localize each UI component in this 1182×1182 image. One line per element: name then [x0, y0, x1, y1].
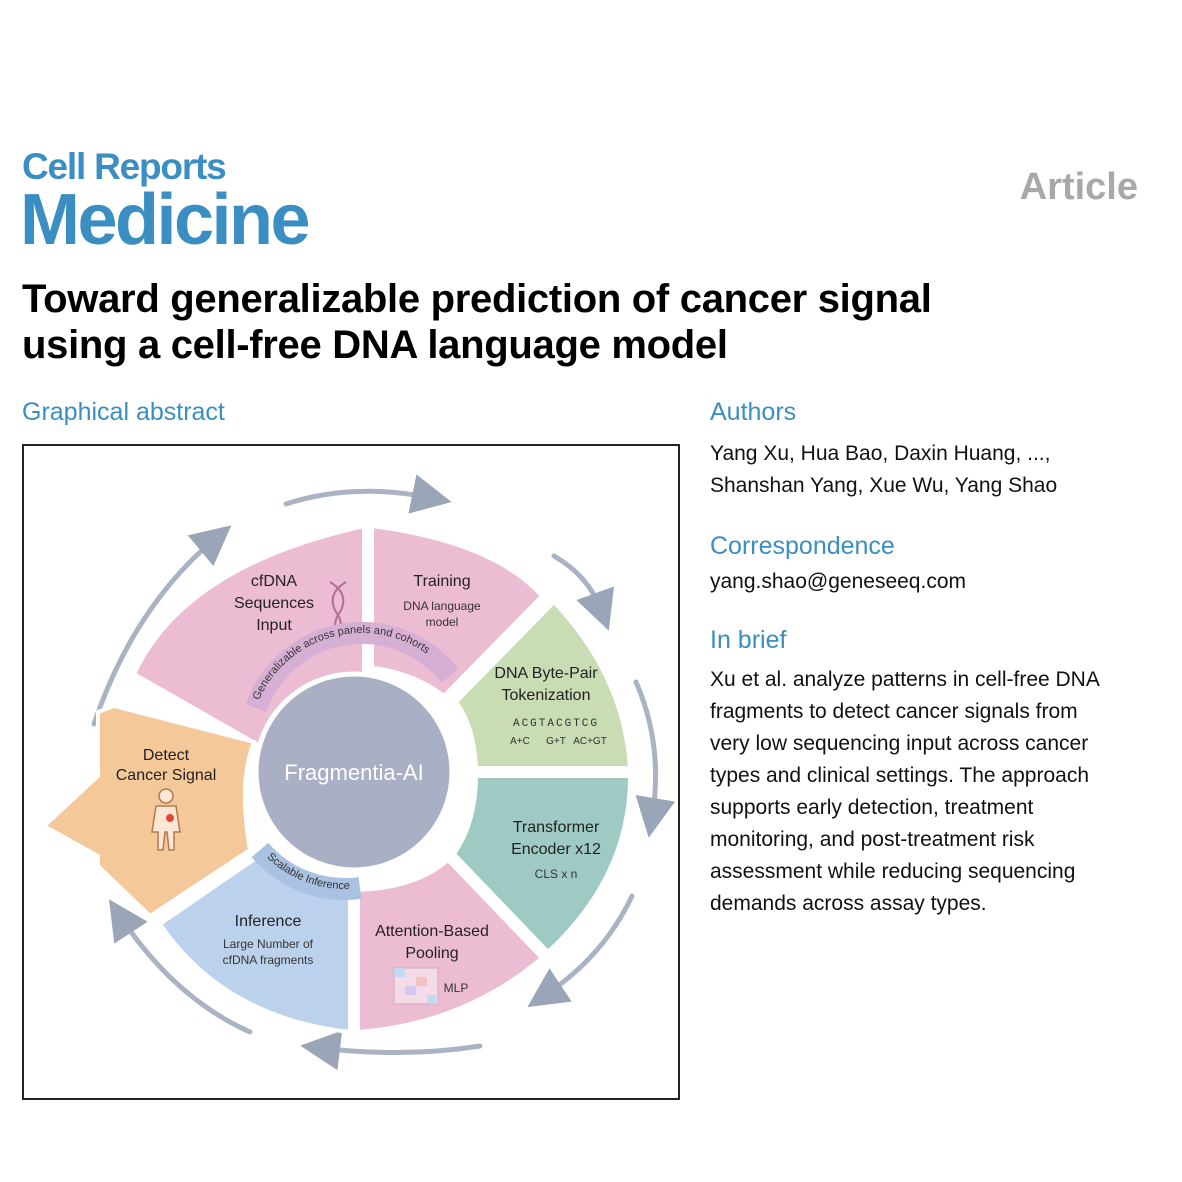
- cfdna-label-line1: cfDNA: [251, 573, 298, 590]
- in-brief-line: supports early detection, treatment: [710, 796, 1034, 819]
- in-brief-line: monitoring, and post-treatment risk: [710, 828, 1035, 851]
- correspondence-email[interactable]: yang.shao@geneseeq.com: [710, 570, 966, 593]
- center-hub: Fragmentia-AI: [253, 671, 455, 873]
- inference-sub2: cfDNA fragments: [223, 953, 314, 967]
- segment-pooling: Attention-Based Pooling MLP: [356, 857, 545, 1035]
- authors-line-1: Yang Xu, Hua Bao, Daxin Huang, ...,: [710, 442, 1051, 465]
- transformer-line2: Encoder x12: [511, 841, 601, 858]
- pooling-line1: Attention-Based: [375, 923, 489, 940]
- in-brief-line: fragments to detect cancer signals from: [710, 700, 1078, 723]
- title-line-2: using a cell-free DNA language model: [22, 323, 728, 367]
- title-line-1: Toward generalizable prediction of cance…: [22, 277, 932, 321]
- authors-line-2: Shanshan Yang, Xue Wu, Yang Shao: [710, 474, 1058, 497]
- journal-name-line2: Medicine: [20, 180, 311, 260]
- in-brief-line: very low sequencing input across cancer: [710, 732, 1089, 755]
- in-brief-summary: Xu et al. analyze patterns in cell-free …: [710, 664, 1150, 920]
- outer-flow-arrows: [91, 474, 676, 1071]
- inference-sub1: Large Number of: [223, 937, 314, 951]
- in-brief-line: types and clinical settings. The approac…: [710, 764, 1090, 787]
- article-type-label: Article: [1019, 166, 1138, 208]
- detect-line1: Detect: [143, 747, 190, 764]
- graphical-abstract-figure: cfDNA Sequences Input Training DNA langu…: [22, 444, 680, 1100]
- graphical-abstract-diagram: cfDNA Sequences Input Training DNA langu…: [40, 474, 676, 1071]
- authors-list: Yang Xu, Hua Bao, Daxin Huang, ..., Shan…: [710, 438, 1150, 502]
- tokenization-token1: A+C: [510, 736, 530, 747]
- in-brief-line: Xu et al. analyze patterns in cell-free …: [710, 668, 1100, 691]
- tokenization-line1: DNA Byte-Pair: [494, 665, 598, 682]
- tokenization-sequence: ACGTACGTCG: [513, 718, 599, 730]
- tokenization-token3: AC+GT: [573, 736, 607, 747]
- authors-heading: Authors: [710, 398, 797, 426]
- tumor-signal-dot: [166, 814, 174, 822]
- center-label: Fragmentia-AI: [284, 760, 423, 785]
- transformer-sub: CLS x n: [535, 867, 578, 881]
- pooling-line2: Pooling: [405, 945, 458, 962]
- detect-line2: Cancer Signal: [116, 767, 217, 784]
- tokenization-line2: Tokenization: [502, 687, 591, 704]
- attention-grid-icon: [393, 967, 439, 1005]
- inference-title: Inference: [235, 913, 302, 930]
- transformer-line1: Transformer: [513, 819, 600, 836]
- in-brief-line: demands across assay types.: [710, 892, 987, 915]
- inner-arc-bands: [245, 621, 459, 900]
- in-brief-line: assessment while reducing sequencing: [710, 860, 1076, 883]
- pooling-sub: MLP: [444, 981, 469, 995]
- in-brief-heading: In brief: [710, 626, 787, 654]
- article-title: Toward generalizable prediction of cance…: [22, 276, 1142, 368]
- training-sub1: DNA language: [403, 599, 481, 613]
- segment-detect-cancer-signal: Detect Cancer Signal: [40, 703, 257, 919]
- segment-tokenization: DNA Byte-Pair Tokenization ACGTACGTCG A+…: [453, 599, 633, 770]
- journal-name-line1: Cell Reports: [22, 146, 227, 187]
- tokenization-token2: G+T: [546, 736, 566, 747]
- training-sub2: model: [426, 615, 459, 629]
- training-title: Training: [413, 573, 470, 590]
- segment-transformer: Transformer Encoder x12 CLS x n: [451, 774, 633, 955]
- graphical-abstract-heading: Graphical abstract: [22, 398, 225, 426]
- cfdna-label-line3: Input: [256, 617, 292, 634]
- cfdna-label-line2: Sequences: [234, 595, 314, 612]
- correspondence-heading: Correspondence: [710, 532, 895, 560]
